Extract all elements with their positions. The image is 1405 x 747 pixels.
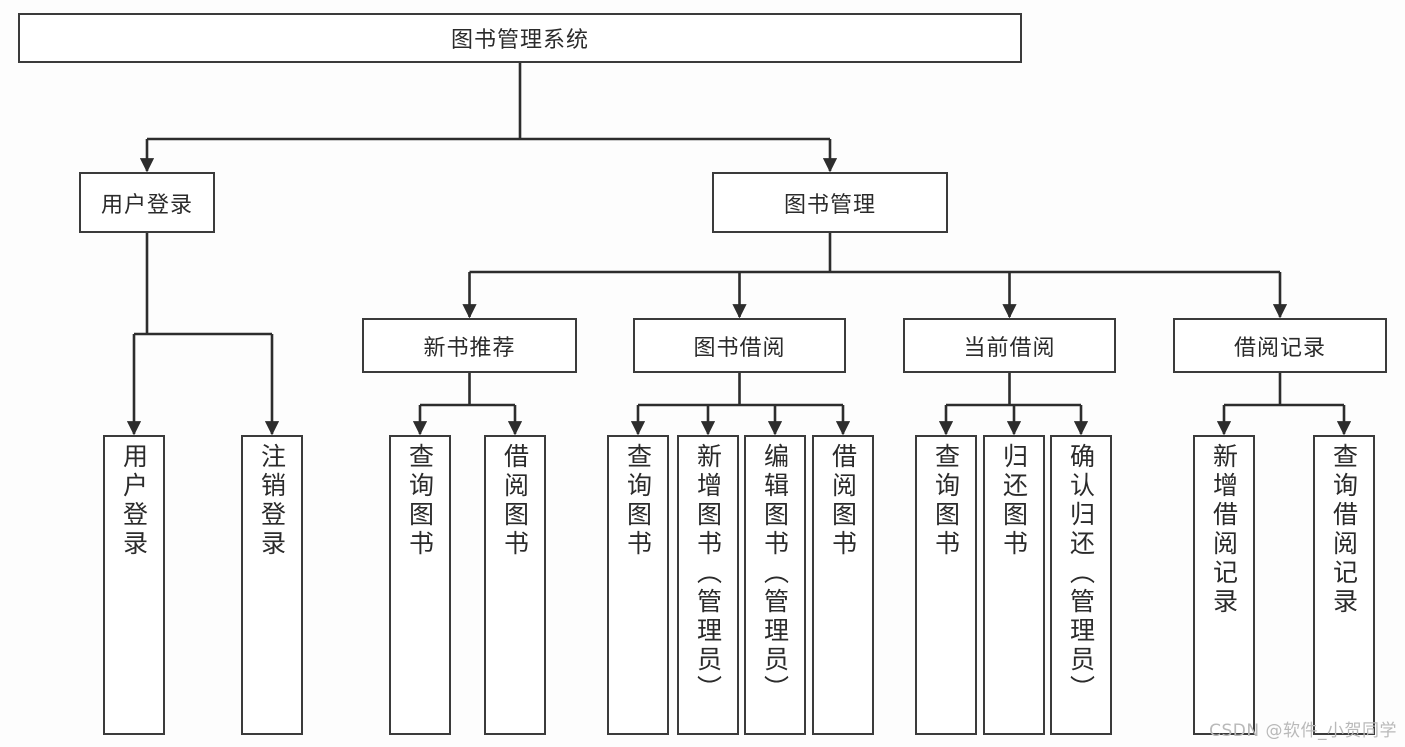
node-label: 借阅图书 bbox=[828, 443, 858, 559]
node-level2-0[interactable]: 新书推荐 bbox=[362, 318, 577, 373]
node-leaf-4[interactable]: 查询图书 bbox=[607, 435, 669, 735]
node-label: 查询图书 bbox=[405, 443, 435, 559]
node-label: 编辑图书（管理员） bbox=[760, 443, 790, 704]
node-leaf-1[interactable]: 注销登录 bbox=[241, 435, 303, 735]
node-label: 借阅记录 bbox=[1233, 335, 1326, 361]
node-root[interactable]: 图书管理系统 bbox=[18, 13, 1022, 63]
node-leaf-7[interactable]: 借阅图书 bbox=[812, 435, 874, 735]
node-label: 注销登录 bbox=[257, 443, 287, 559]
node-label: 新书推荐 bbox=[423, 335, 516, 361]
node-label: 当前借阅 bbox=[963, 335, 1056, 361]
node-level1-1[interactable]: 图书管理 bbox=[712, 172, 948, 233]
node-label: 用户登录 bbox=[119, 443, 149, 559]
node-label: 查询图书 bbox=[931, 443, 961, 559]
node-leaf-2[interactable]: 查询图书 bbox=[389, 435, 451, 735]
node-label: 查询借阅记录 bbox=[1329, 443, 1359, 617]
node-leaf-5[interactable]: 新增图书（管理员） bbox=[677, 435, 739, 735]
node-leaf-6[interactable]: 编辑图书（管理员） bbox=[744, 435, 806, 735]
node-label: 图书借阅 bbox=[693, 335, 786, 361]
node-label: 用户登录 bbox=[100, 192, 193, 218]
node-level2-3[interactable]: 借阅记录 bbox=[1173, 318, 1387, 373]
node-label: 确认归还（管理员） bbox=[1066, 443, 1096, 704]
node-level1-0[interactable]: 用户登录 bbox=[79, 172, 215, 233]
node-level2-1[interactable]: 图书借阅 bbox=[633, 318, 846, 373]
node-label: 图书管理系统 bbox=[450, 28, 589, 53]
node-label: 借阅图书 bbox=[500, 443, 530, 559]
node-leaf-9[interactable]: 归还图书 bbox=[983, 435, 1045, 735]
node-level2-2[interactable]: 当前借阅 bbox=[903, 318, 1116, 373]
node-leaf-10[interactable]: 确认归还（管理员） bbox=[1050, 435, 1112, 735]
node-label: 新增借阅记录 bbox=[1209, 443, 1239, 617]
node-label: 图书管理 bbox=[783, 192, 876, 218]
node-leaf-0[interactable]: 用户登录 bbox=[103, 435, 165, 735]
node-label: 新增图书（管理员） bbox=[693, 443, 723, 704]
node-label: 归还图书 bbox=[999, 443, 1029, 559]
node-leaf-8[interactable]: 查询图书 bbox=[915, 435, 977, 735]
node-leaf-11[interactable]: 新增借阅记录 bbox=[1193, 435, 1255, 735]
node-leaf-3[interactable]: 借阅图书 bbox=[484, 435, 546, 735]
node-label: 查询图书 bbox=[623, 443, 653, 559]
node-leaf-12[interactable]: 查询借阅记录 bbox=[1313, 435, 1375, 735]
